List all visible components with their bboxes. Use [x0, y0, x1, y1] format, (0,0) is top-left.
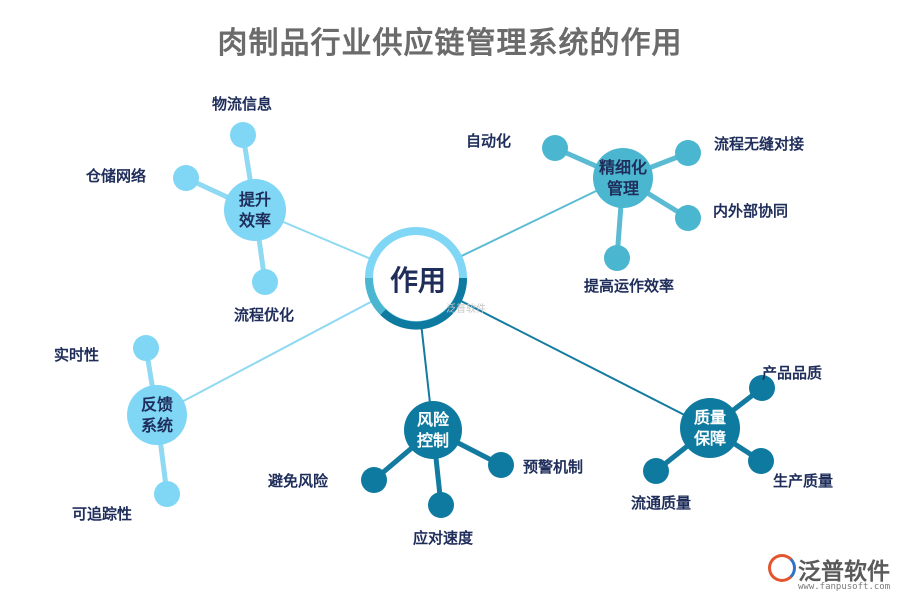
leaf-quality-3: [643, 458, 669, 484]
center-label: 作用: [389, 264, 446, 297]
leaf-refined-4: [604, 245, 630, 271]
hub-refined-label: 精细化 管理: [598, 158, 647, 198]
hub-feedback: [127, 385, 187, 445]
leaf-label-process-optimization: 流程优化: [234, 306, 295, 324]
leaf-label-automation: 自动化: [466, 132, 512, 150]
hub-efficiency: [224, 179, 286, 241]
connector-quality: [415, 277, 711, 429]
hub-feedback-label: 反馈 系统: [140, 395, 173, 435]
logo-icon: [768, 554, 796, 582]
leaf-label-real-time: 实时性: [54, 346, 100, 364]
leaf-label-early-warning: 预警机制: [523, 458, 584, 476]
diagram-title: 肉制品行业供应链管理系统的作用: [217, 26, 683, 61]
center-node-fill: [372, 234, 460, 322]
leaf-label-response-speed: 应对速度: [413, 529, 474, 547]
watermark: 泛普软件: [446, 304, 486, 315]
hub-refined: [593, 148, 653, 208]
leaf-label-product-quality: 产品品质: [762, 364, 823, 382]
leaf-feedback-1: [133, 335, 159, 361]
leaf-label-logistics-info: 物流信息: [212, 95, 273, 113]
hub-risk-label: 风险 控制: [416, 410, 449, 450]
leaf-feedback-2: [154, 481, 180, 507]
leaf-refined-2: [675, 140, 701, 166]
leaf-risk-2: [428, 492, 454, 518]
center-ring-medium: [364, 277, 386, 315]
leaf-risk-3: [488, 452, 514, 478]
leaf-label-risk-avoidance: 避免风险: [268, 472, 329, 490]
leaf-label-circulation-quality: 流通质量: [631, 494, 692, 512]
leaf-label-warehouse-network: 仓储网络: [86, 167, 147, 185]
logo-url: www.fanpusoft.com: [798, 582, 891, 592]
leaf-quality-2: [748, 448, 774, 474]
hub-quality: [680, 398, 740, 458]
leaf-refined-1: [542, 135, 568, 161]
leaf-label-operation-efficiency: 提高运作效率: [584, 277, 675, 295]
leaf-efficiency-3: [252, 269, 278, 295]
leaf-label-seamless-process: 流程无缝对接: [714, 135, 805, 153]
leaf-label-production-quality: 生产质量: [773, 472, 834, 490]
leaf-label-internal-external-collab: 内外部协同: [713, 202, 789, 220]
leaf-refined-3: [675, 205, 701, 231]
hub-risk: [404, 401, 462, 459]
hub-efficiency-label: 提升 效率: [238, 190, 271, 230]
leaf-quality-1: [749, 375, 775, 401]
center-ring-dark: [380, 277, 468, 330]
logo-name: 泛普软件: [798, 559, 890, 585]
brand-logo: 泛普软件 www.fanpusoft.com: [768, 552, 892, 598]
hub-quality-label: 质量 保障: [693, 408, 726, 448]
leaf-risk-1: [361, 467, 387, 493]
leaf-label-traceability: 可追踪性: [72, 505, 133, 523]
leaf-efficiency-1: [230, 122, 256, 148]
leaf-efficiency-2: [173, 165, 199, 191]
